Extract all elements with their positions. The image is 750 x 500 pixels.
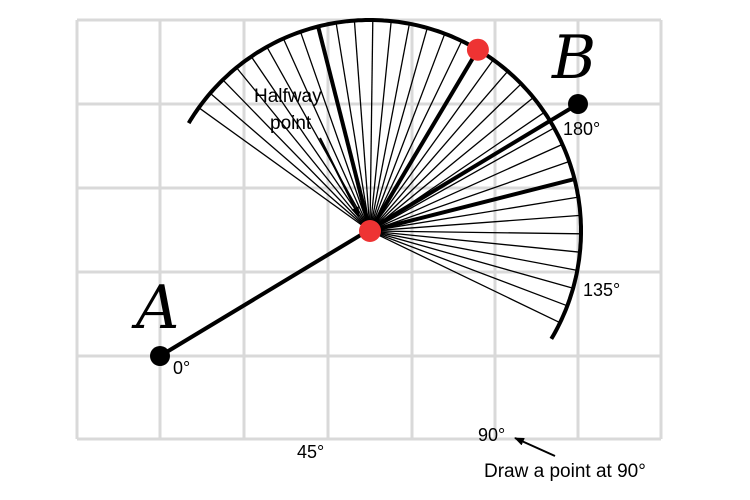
major-tick-135 [369, 177, 575, 233]
minor-tick-155 [369, 230, 580, 253]
label-135-degrees: 135° [583, 280, 620, 300]
label-90-degrees: 90° [478, 425, 505, 445]
minor-tick-160 [369, 230, 578, 272]
halfway-point [359, 220, 381, 242]
draw-point-arrow [514, 437, 556, 457]
major-tick-45 [316, 26, 372, 232]
draw-point-caption: Draw a point at 90° [484, 461, 646, 482]
minor-tick-110 [369, 96, 534, 232]
minor-tick-40 [299, 31, 371, 232]
label-180-degrees: 180° [563, 119, 600, 139]
minor-tick-120 [369, 127, 555, 232]
minor-tick-70 [369, 23, 411, 232]
ninety-degree-point [466, 38, 489, 61]
background-grid [75, 18, 663, 441]
point-b [568, 94, 588, 114]
label-0-degrees: 0° [173, 358, 190, 378]
minor-tick-175 [369, 230, 561, 324]
minor-tick-5 [198, 107, 371, 232]
minor-tick-80 [369, 33, 446, 232]
minor-tick-150 [369, 230, 582, 235]
minor-tick-105 [369, 83, 522, 232]
minor-tick-60 [369, 19, 374, 232]
minor-tick-85 [369, 40, 463, 232]
halfway-label-line2: point [270, 113, 312, 134]
minor-tick-55 [353, 20, 371, 232]
minor-tick-30 [266, 46, 371, 232]
point-a [150, 346, 170, 366]
minor-tick-35 [282, 38, 371, 232]
minor-tick-165 [369, 230, 574, 289]
minor-tick-50 [335, 22, 371, 232]
minor-tick-145 [369, 214, 581, 232]
point-a-label: A [131, 273, 179, 343]
minor-tick-10 [209, 92, 371, 232]
label-45-degrees: 45° [297, 442, 324, 462]
minor-tick-130 [369, 160, 570, 232]
minor-tick-140 [369, 196, 579, 232]
minor-tick-65 [369, 21, 392, 232]
halfway-arrow [319, 137, 360, 217]
major-tick-90 [368, 48, 480, 233]
halfway-label-line1: Halfway [254, 86, 322, 107]
minor-tick-125 [369, 143, 563, 232]
minor-tick-170 [369, 230, 568, 307]
minor-tick-20 [235, 67, 371, 232]
minor-tick-95 [369, 59, 494, 232]
minor-tick-25 [250, 56, 371, 232]
point-b-label: B [551, 23, 596, 93]
protractor-ticks [198, 19, 582, 324]
minor-tick-15 [222, 79, 371, 232]
minor-tick-75 [369, 27, 428, 232]
minor-tick-100 [369, 70, 509, 232]
